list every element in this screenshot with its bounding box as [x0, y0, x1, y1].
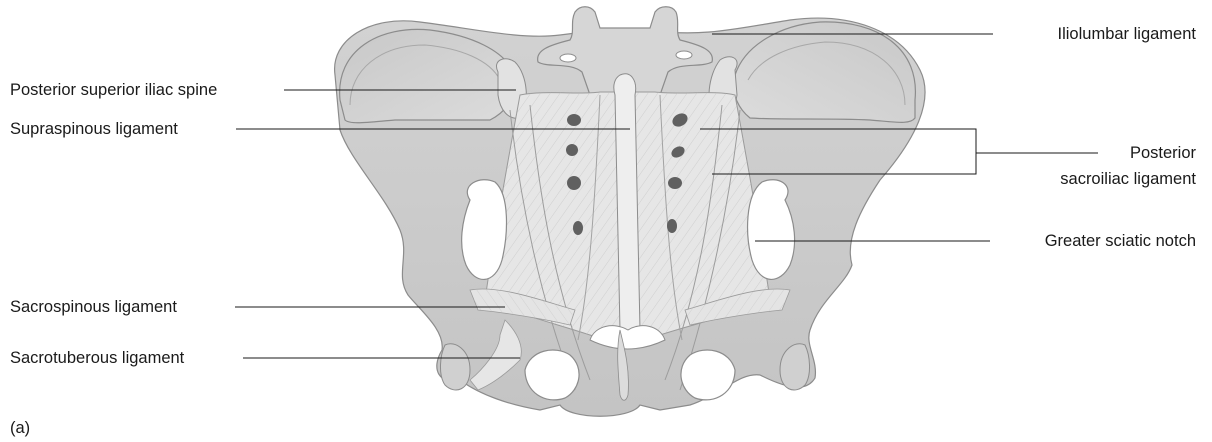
label-greater-sciatic-notch: Greater sciatic notch — [1045, 231, 1196, 251]
right-greater-sciatic-notch — [748, 180, 795, 280]
sacral-foramen — [567, 176, 581, 190]
sacral-foramen — [566, 144, 578, 156]
right-lower-foramen — [681, 350, 735, 400]
sacral-foramen — [567, 114, 581, 126]
label-sacrospinous-ligament: Sacrospinous ligament — [10, 297, 177, 317]
sacral-foramen — [668, 177, 682, 189]
label-posterior-superior-iliac-spine: Posterior superior iliac spine — [10, 80, 217, 100]
sacral-foramen — [667, 219, 677, 233]
label-posterior-sacroiliac-line1: Posterior — [1130, 143, 1196, 163]
label-supraspinous-ligament: Supraspinous ligament — [10, 119, 178, 139]
label-posterior-sacroiliac-line2: sacroiliac ligament — [1060, 169, 1196, 189]
left-greater-sciatic-notch — [462, 180, 507, 280]
sacral-foramen — [573, 221, 583, 235]
panel-label: (a) — [10, 418, 30, 438]
label-iliolumbar-ligament: Iliolumbar ligament — [1058, 24, 1196, 44]
label-sacrotuberous-ligament: Sacrotuberous ligament — [10, 348, 184, 368]
